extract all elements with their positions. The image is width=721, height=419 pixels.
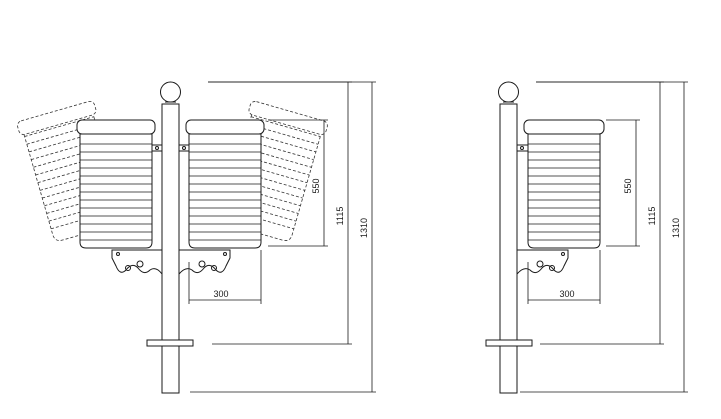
dim-bin-width-label: 300 (559, 289, 574, 299)
ground-flange (146, 339, 194, 347)
left-bin (76, 119, 163, 276)
single-bin-view: 300 550 1115 1310 (485, 81, 688, 394)
dim-bin-height-label: 550 (311, 178, 321, 193)
dim-bin-width: 300 (188, 250, 262, 304)
ground-flange (485, 339, 533, 347)
post-finial-ball (498, 81, 519, 103)
post (161, 103, 180, 394)
dim-overall-height-label: 1310 (359, 218, 369, 238)
left-bin-ornamental-bracket (111, 249, 163, 276)
dim-bin-width: 300 (527, 250, 601, 304)
dim-height-to-flange-label: 1115 (647, 207, 657, 226)
post-finial-ball (160, 81, 181, 103)
dim-bin-width-label: 300 (213, 289, 228, 299)
dim-bin-height: 550 (268, 119, 328, 247)
dim-height-to-flange-label: 1115 (335, 207, 345, 226)
dim-bin-height-label: 550 (623, 178, 633, 193)
dim-overall-height: 1310 (520, 81, 688, 393)
dim-overall-height-label: 1310 (671, 218, 681, 238)
dim-overall-height: 1310 (190, 81, 376, 393)
double-bin-view: 300 550 1115 1310 (17, 81, 376, 394)
right-bin (178, 119, 265, 276)
dim-bin-height: 550 (606, 119, 640, 247)
single-bin (516, 119, 605, 276)
post (499, 103, 518, 394)
